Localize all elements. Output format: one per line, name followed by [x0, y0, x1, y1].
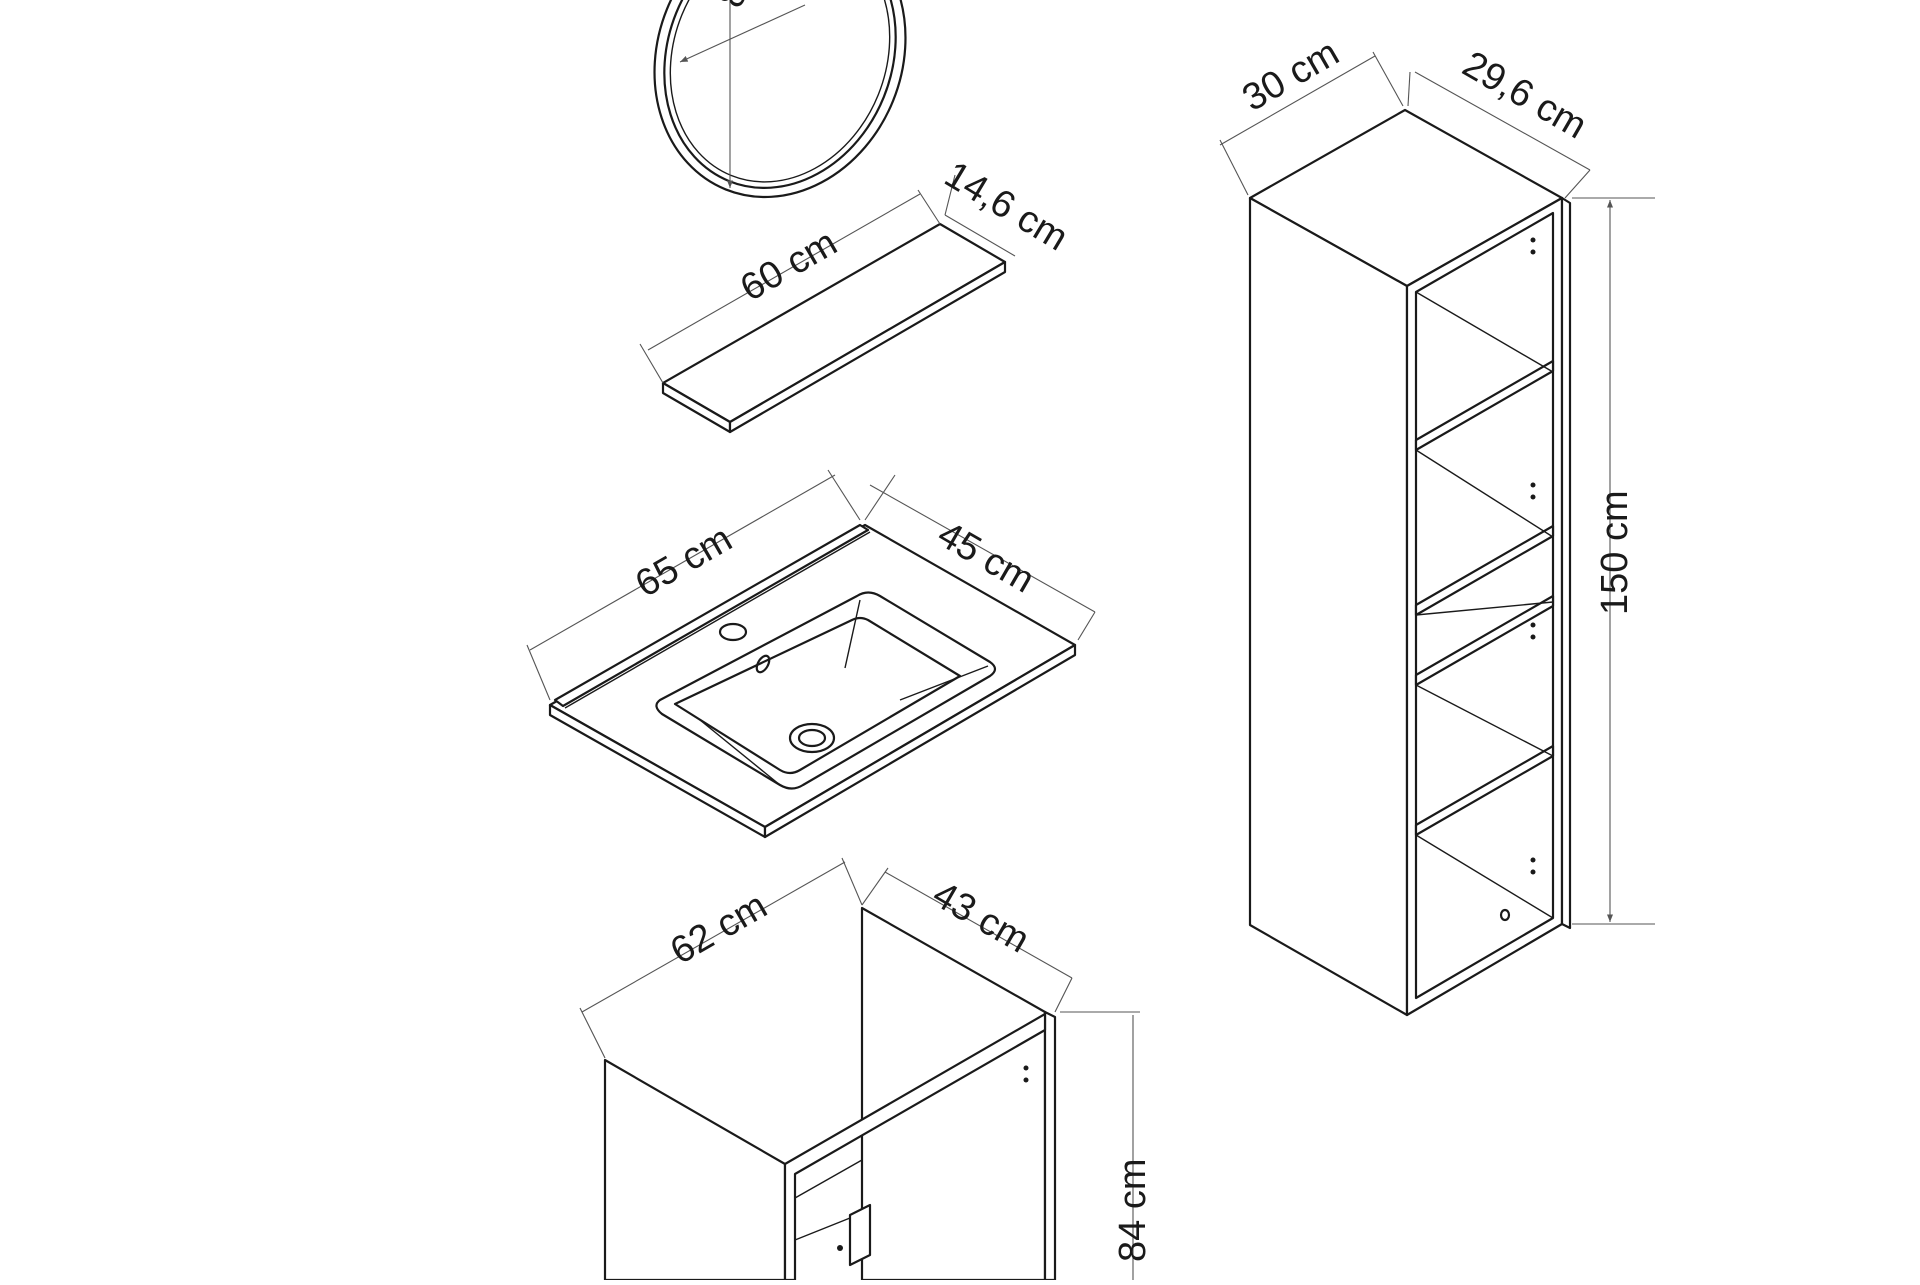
cabinet-depth-label: 43 cm: [926, 873, 1037, 961]
column-width-label: 30 cm: [1236, 32, 1347, 120]
cabinet-height-label: 84 cm: [1112, 1159, 1154, 1262]
ceramic-basin: 65 cm 45 cm: [526, 469, 1096, 839]
vanity-cabinet: 62 cm 43 cm 84 cm: [579, 857, 1154, 1282]
basin-width-label: 65 cm: [629, 518, 740, 606]
tall-shelf-column: 30 cm 29,6 cm 150 cm: [1219, 32, 1655, 1017]
column-depth-label: 29,6 cm: [1456, 43, 1594, 147]
wall-shelf: 60 cm 14,6 cm: [639, 154, 1075, 434]
column-height-label: 150 cm: [1594, 490, 1636, 615]
round-mirror: 80: [653, 0, 907, 199]
cabinet-width-label: 62 cm: [664, 885, 775, 973]
